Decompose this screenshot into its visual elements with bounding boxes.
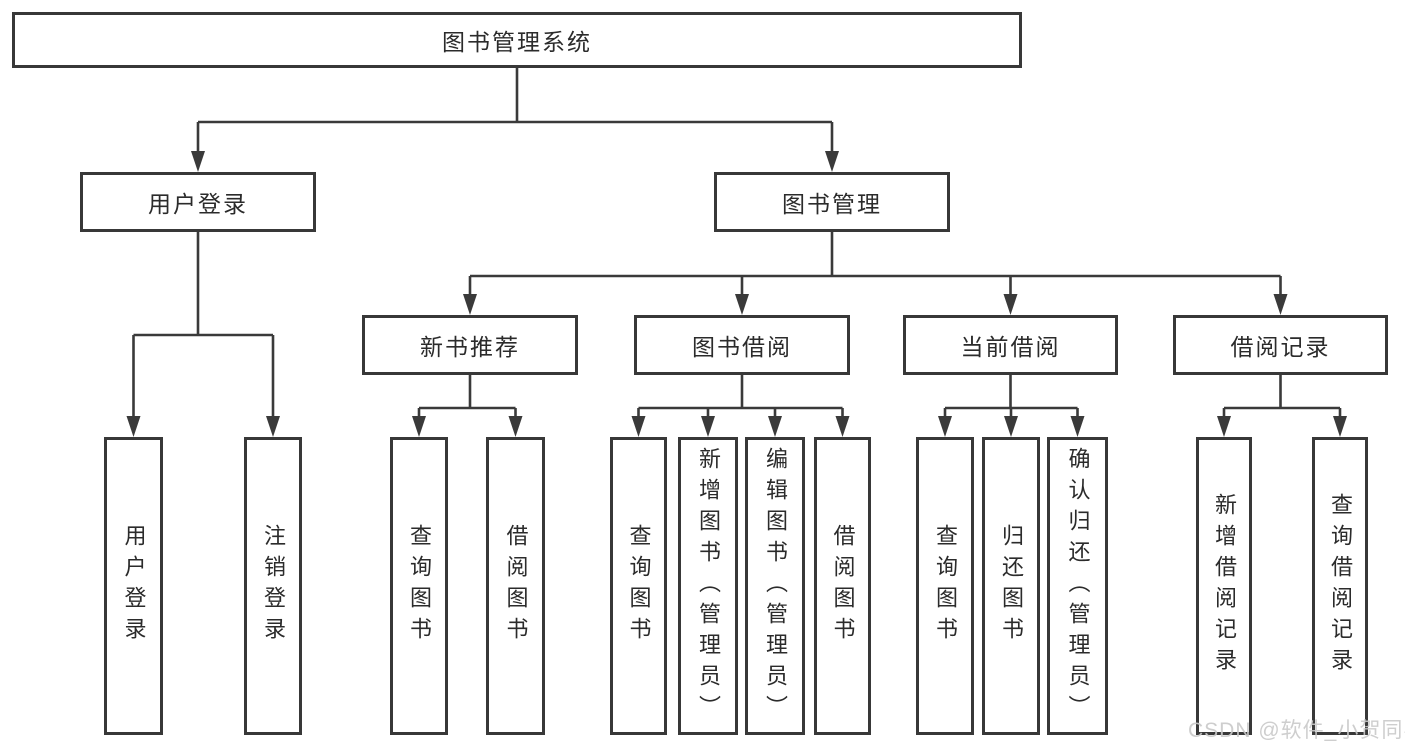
node-new-book-recommend: 新书推荐 xyxy=(362,315,578,375)
csdn-watermark: CSDN @软件_小贺同学 xyxy=(1188,719,1405,742)
leaf-add-borrow-record: 新增借阅记录 xyxy=(1196,437,1252,735)
leaf-add-book-admin: 新增图书（管理员） xyxy=(678,437,738,735)
leaf-query-borrow-record: 查询借阅记录 xyxy=(1312,437,1368,735)
leaf-borrow-books: 借阅图书 xyxy=(814,437,871,735)
node-borrow-records: 借阅记录 xyxy=(1173,315,1388,375)
leaf-user-login: 用户登录 xyxy=(104,437,163,735)
leaf-edit-book-admin: 编辑图书（管理员） xyxy=(745,437,805,735)
leaf-return-book: 归还图书 xyxy=(982,437,1040,735)
connector-user-login-children xyxy=(132,232,275,417)
connector-book-management-children xyxy=(468,232,1282,295)
node-library-system: 图书管理系统 xyxy=(12,12,1022,68)
connector-book-borrow-children xyxy=(637,375,844,417)
node-user-login: 用户登录 xyxy=(80,172,316,232)
node-current-borrow: 当前借阅 xyxy=(903,315,1118,375)
connector-new-book-children xyxy=(417,375,517,417)
leaf-logout: 注销登录 xyxy=(244,437,302,735)
node-book-borrow: 图书借阅 xyxy=(634,315,850,375)
connector-borrow-records-children xyxy=(1222,375,1342,417)
connector-current-borrow-children xyxy=(943,375,1079,417)
leaf-query-books-borrow: 查询图书 xyxy=(610,437,667,735)
leaf-borrow-books-recommend: 借阅图书 xyxy=(486,437,545,735)
leaf-query-books-recommend: 查询图书 xyxy=(390,437,448,735)
connector-root-to-level2 xyxy=(196,68,834,152)
leaf-query-books-current: 查询图书 xyxy=(916,437,974,735)
leaf-confirm-return-admin: 确认归还（管理员） xyxy=(1047,437,1108,735)
node-book-management: 图书管理 xyxy=(714,172,950,232)
